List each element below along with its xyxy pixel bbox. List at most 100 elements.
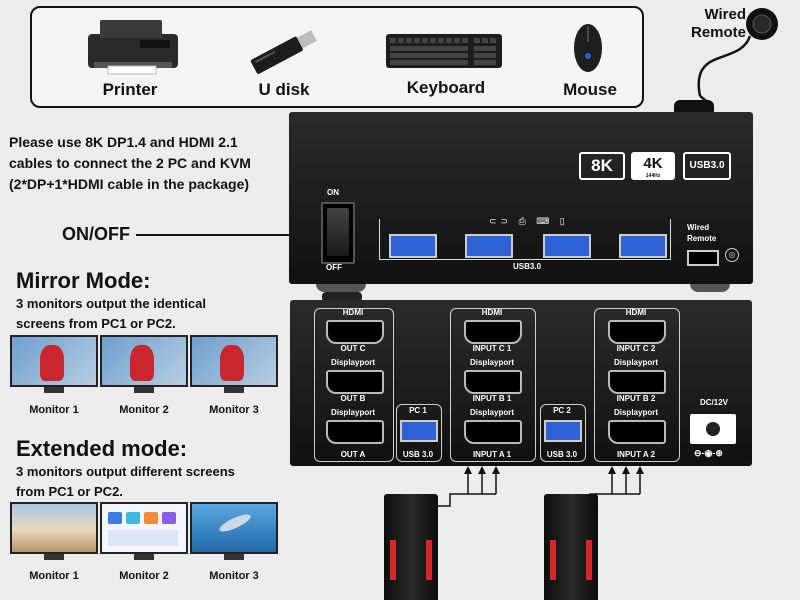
mirror-monitor-2	[100, 335, 188, 393]
input-group-1	[450, 308, 536, 462]
dc-jack[interactable]	[690, 414, 736, 444]
dc-polarity-icon: ⊖-◉-⊕	[694, 448, 723, 458]
extended-desc2: from PC1 or PC2.	[16, 484, 123, 499]
mirror-title: Mirror Mode:	[16, 268, 151, 293]
out-b-dp-label: Displayport	[330, 358, 375, 367]
kvm-back-panel: HDMI OUT C Displayport OUT B Displayport…	[290, 300, 752, 466]
switch-on-label: ON	[327, 188, 339, 197]
kvm-front-panel: 8K 4K 144Hz USB3.0 ON OFF USB3.0 ⊂⊃ ⎙ ⌨ …	[289, 112, 753, 284]
input-c2-label: INPUT C 2	[616, 344, 656, 353]
in2-dp-label-a: Displayport	[613, 408, 658, 417]
mirror-monitor-3	[190, 335, 278, 393]
input-b1-label: INPUT B 1	[472, 394, 512, 403]
dashboard-screen	[100, 502, 188, 554]
remote-port[interactable]	[687, 250, 719, 266]
extended-monitor-3	[190, 502, 278, 560]
input-b2-dp-port[interactable]	[608, 370, 666, 394]
printer-label: Printer	[102, 80, 158, 99]
wired-remote-line2: Remote	[690, 24, 746, 41]
out-hdmi-label: HDMI	[342, 308, 364, 317]
wired-remote-line1: Wired	[704, 6, 746, 23]
onoff-label: ON/OFF	[62, 224, 130, 244]
input-b1-dp-port[interactable]	[464, 370, 522, 394]
pc2-usb-port[interactable]	[544, 420, 582, 442]
out-a-label: OUT A	[340, 450, 366, 459]
udisk-label: U disk	[258, 80, 310, 99]
extended-title: Extended mode:	[16, 436, 188, 461]
badge-4k-sub: 144Hz	[645, 173, 661, 179]
usb-port-4[interactable]	[619, 234, 667, 258]
spider-screen-2	[100, 335, 188, 387]
out-c-hdmi-port[interactable]	[326, 320, 384, 344]
mirror-desc2: screens from PC1 or PC2.	[16, 316, 176, 331]
power-switch[interactable]	[321, 202, 355, 264]
pc1-usb-group	[396, 404, 442, 462]
remote-connector	[674, 100, 714, 114]
remote-port-label1: Wired	[687, 223, 710, 232]
rear-foot-left	[322, 292, 362, 302]
spider-screen-1	[10, 335, 98, 387]
mirror-monitor-label-1: Monitor 1	[29, 404, 79, 416]
pc2-usb-label: USB 3.0	[546, 450, 578, 459]
mirror-desc: 3 monitors output the identical screens …	[16, 294, 206, 334]
in1-dp-label-a: Displayport	[469, 408, 514, 417]
mirror-monitor-label-2: Monitor 2	[119, 404, 169, 416]
remote-jack-icon: ◎	[725, 248, 739, 262]
extended-monitor-1	[10, 502, 98, 560]
badge-4k: 4K 144Hz	[631, 152, 675, 180]
usb-port-1[interactable]	[389, 234, 437, 258]
dolphin-screen	[190, 502, 278, 554]
out-c-label: OUT C	[340, 344, 366, 353]
out-b-label: OUT B	[340, 394, 366, 403]
mirror-monitor-1	[10, 335, 98, 393]
in2-hdmi-label: HDMI	[625, 308, 647, 317]
mirror-monitor-label-3: Monitor 3	[209, 404, 259, 416]
mouse-label: Mouse	[563, 80, 617, 99]
cable-note: Please use 8K DP1.4 and HDMI 2.1 cables …	[9, 132, 251, 195]
pc2-tower	[544, 494, 598, 600]
front-foot-right	[690, 284, 730, 292]
remote-cable-icon	[697, 8, 778, 105]
extended-desc: 3 monitors output different screens from…	[16, 462, 235, 502]
mirror-desc1: 3 monitors output the identical	[16, 296, 206, 311]
usb-bracket	[379, 219, 671, 260]
input-a1-label: INPUT A 1	[472, 450, 512, 459]
extended-monitor-label-1: Monitor 1	[29, 570, 79, 582]
pc2-label: PC 2	[553, 406, 571, 415]
in1-hdmi-label: HDMI	[481, 308, 503, 317]
extended-monitor-label-2: Monitor 2	[119, 570, 169, 582]
input-group-2	[594, 308, 680, 462]
in2-dp-label-b: Displayport	[613, 358, 658, 367]
keyboard-icon	[386, 34, 502, 68]
output-group	[314, 308, 394, 462]
input-a2-dp-port[interactable]	[608, 420, 666, 444]
peripherals-panel: Printer U disk Keyboard Mouse	[30, 6, 644, 108]
usb-port-2[interactable]	[465, 234, 513, 258]
note-line1: Please use 8K DP1.4 and HDMI 2.1	[9, 134, 238, 150]
pc1-usb-label: USB 3.0	[402, 450, 434, 459]
mouse-icon	[574, 24, 602, 72]
badge-usb30: USB3.0	[683, 152, 731, 180]
input-c2-hdmi-port[interactable]	[608, 320, 666, 344]
remote-port-label2: Remote	[687, 234, 717, 243]
note-line3: (2*DP+1*HDMI cable in the package)	[9, 176, 250, 192]
out-b-dp-port[interactable]	[326, 370, 384, 394]
extended-monitor-2	[100, 502, 188, 560]
extended-monitor-label-3: Monitor 3	[209, 570, 259, 582]
front-foot-left	[316, 284, 366, 292]
onoff-pointer-line	[136, 234, 306, 236]
out-a-dp-port[interactable]	[326, 420, 384, 444]
note-line2: cables to connect the 2 PC and KVM	[9, 155, 251, 171]
usb-port-3[interactable]	[543, 234, 591, 258]
input-b2-label: INPUT B 2	[616, 394, 656, 403]
out-a-dp-label: Displayport	[330, 408, 375, 417]
dc-label: DC/12V	[699, 398, 728, 407]
usb-device-icons: ⊂⊃ ⎙ ⌨ ▯	[489, 216, 569, 226]
landscape-screen	[10, 502, 98, 554]
input-a2-label: INPUT A 2	[616, 450, 656, 459]
input-a1-dp-port[interactable]	[464, 420, 522, 444]
input-c1-hdmi-port[interactable]	[464, 320, 522, 344]
pc1-usb-port[interactable]	[400, 420, 438, 442]
printer-icon	[88, 20, 178, 75]
pc2-usb-group	[540, 404, 586, 462]
